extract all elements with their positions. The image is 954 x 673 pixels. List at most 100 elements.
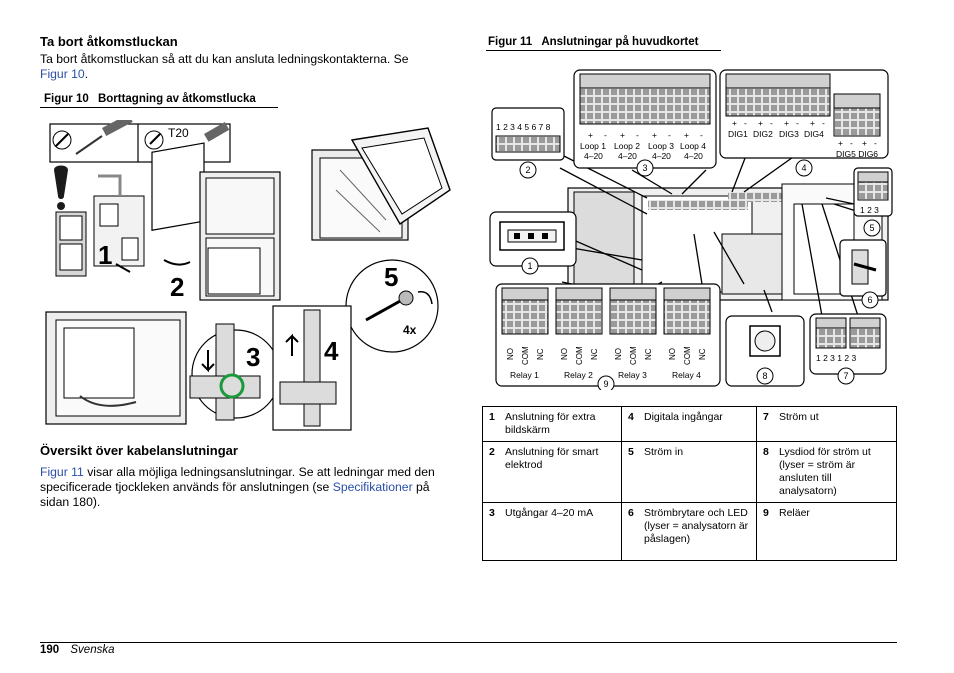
relay2-no: NO xyxy=(560,348,569,360)
loop-sign-2: - xyxy=(604,130,607,140)
legend-text: Utgångar 4–20 mA xyxy=(499,502,622,561)
legend-text: Lysdiod för ström ut (lyser = ström är a… xyxy=(773,441,897,503)
callout-3: 3 xyxy=(642,163,647,173)
relay2-nc: NC xyxy=(590,348,599,360)
step-number-2: 2 xyxy=(170,272,184,302)
power-in-block xyxy=(853,167,893,217)
loop-outputs-block xyxy=(573,69,717,169)
legend-num: 9 xyxy=(756,502,773,561)
legend-num: 8 xyxy=(756,441,773,503)
loop-2-name: Loop 2 xyxy=(614,141,640,151)
page-number: 190 xyxy=(40,644,60,656)
figure-10-link[interactable]: Figur 10 xyxy=(40,67,85,81)
callout-1: 1 xyxy=(527,261,532,271)
dig56-sign-1: + xyxy=(838,138,843,148)
screw-icon xyxy=(365,290,433,322)
warning-icon xyxy=(54,165,68,210)
tools-panel: T20 xyxy=(49,120,231,163)
relay2-com: COM xyxy=(575,346,584,365)
callout-8: 8 xyxy=(762,371,767,381)
dig56-label: DIG5 DIG6 xyxy=(836,149,878,159)
legend-text: Anslutning för extra bildskärm xyxy=(499,406,622,442)
smart-electrode-connector: 1 2 3 4 5 6 7 8 xyxy=(491,107,565,161)
callout-2: 2 xyxy=(525,165,530,175)
dig56-sign-3: + xyxy=(862,138,867,148)
fitting-pull-icon xyxy=(279,309,337,427)
digital-inputs-block xyxy=(719,69,889,159)
legend-text: Digitala ingångar xyxy=(638,406,757,442)
legend-num: 3 xyxy=(482,502,499,561)
analyzer-enclosure-step1 xyxy=(55,174,145,277)
callout-9: 9 xyxy=(603,379,608,389)
legend-num: 5 xyxy=(621,441,638,503)
analyzer-enclosure-step5 xyxy=(311,127,451,241)
legend-text: Strömbrytare och LED (lyser = analysator… xyxy=(638,502,757,561)
loop-3-range: 4–20 xyxy=(652,151,671,161)
dig-sign-8: - xyxy=(822,118,825,128)
legend-text: Ström ut xyxy=(773,406,897,442)
relay3-label: Relay 3 xyxy=(618,370,647,380)
display-connector xyxy=(489,211,577,267)
dig-sign-1: + xyxy=(732,118,737,128)
figure-11-link[interactable]: Figur 11 xyxy=(40,465,84,479)
figure-10-title: Borttagning av åtkomstlucka xyxy=(97,93,256,105)
dig2-label: DIG2 xyxy=(753,129,773,139)
power-out-led-block xyxy=(725,315,805,387)
loop-sign-8: - xyxy=(700,130,703,140)
callout-7: 7 xyxy=(843,371,848,381)
remove-door-text-end: . xyxy=(84,67,89,81)
section-heading-wiring-overview: Översikt över kabelanslutningar xyxy=(40,443,238,458)
relay4-label: Relay 4 xyxy=(672,370,701,380)
legend-num: 1 xyxy=(482,406,499,442)
figure-11-label: Figur 11 xyxy=(488,36,533,48)
wiring-overview-text: visar alla möjliga ledningsanslutningar.… xyxy=(40,465,435,494)
legend-num: 4 xyxy=(621,406,638,442)
relay2-label: Relay 2 xyxy=(564,370,593,380)
power-switch-block xyxy=(839,239,887,297)
wiring-overview-text-end: på sidan 180). xyxy=(40,480,430,509)
screw-count: 4x xyxy=(403,323,417,337)
legend-text: Ström in xyxy=(638,441,757,503)
figure-10-caption: Figur 10 Borttagning av åtkomstlucka xyxy=(40,93,278,108)
loop-1-range: 4–20 xyxy=(584,151,603,161)
section-heading-remove-door: Ta bort åtkomstluckan xyxy=(40,34,178,49)
fitting-detail-circle-3 xyxy=(191,329,281,419)
connector-pin-numbers: 1 2 3 4 5 6 7 8 xyxy=(496,122,551,132)
flat-screwdriver-icon xyxy=(52,120,133,155)
tool-label-t20: T20 xyxy=(168,126,189,140)
analyzer-enclosure-step2 xyxy=(151,142,281,301)
dig-sign-4: - xyxy=(770,118,773,128)
relay-labels: NO COM NC NO COM NC NO COM NC NO COM NC … xyxy=(506,346,707,380)
step-number-4: 4 xyxy=(324,336,339,366)
power-out-block xyxy=(809,313,887,375)
loop-sign-6: - xyxy=(668,130,671,140)
dig4-label: DIG4 xyxy=(804,129,824,139)
dig-labels: + - + - + - + - DIG1 DIG2 DIG3 DIG4 + - … xyxy=(728,118,878,159)
loop-3-name: Loop 3 xyxy=(648,141,674,151)
remove-door-text: Ta bort åtkomstluckan så att du kan ansl… xyxy=(40,52,409,66)
legend-row: 3 Utgångar 4–20 mA 6 Strömbrytare och LE… xyxy=(482,502,897,561)
legend-row: 1 Anslutning för extra bildskärm 4 Digit… xyxy=(482,406,897,442)
loop-1-name: Loop 1 xyxy=(580,141,606,151)
footer-divider xyxy=(40,642,897,643)
relay4-com: COM xyxy=(683,346,692,365)
specifications-link[interactable]: Specifikationer xyxy=(332,480,413,494)
step-number-5: 5 xyxy=(384,262,398,292)
relay1-label: Relay 1 xyxy=(510,370,539,380)
figure-11-legend-table: 1 Anslutning för extra bildskärm 4 Digit… xyxy=(482,406,897,561)
power-in-pin-numbers: 1 2 3 xyxy=(860,205,879,215)
remove-door-paragraph: Ta bort åtkomstluckan så att du kan ansl… xyxy=(40,52,440,82)
relay1-nc: NC xyxy=(536,348,545,360)
dig56-sign-4: - xyxy=(874,138,877,148)
relay3-com: COM xyxy=(629,346,638,365)
relays-block xyxy=(495,283,721,387)
fitting-push-icon xyxy=(189,323,261,421)
legend-num: 7 xyxy=(756,406,773,442)
loop-4-range: 4–20 xyxy=(684,151,703,161)
relay4-nc: NC xyxy=(698,348,707,360)
relay3-nc: NC xyxy=(644,348,653,360)
relay3-no: NO xyxy=(614,348,623,360)
figure-10-label: Figur 10 xyxy=(44,93,89,105)
step-number-3: 3 xyxy=(246,342,260,372)
step-number-1: 1 xyxy=(98,240,112,270)
